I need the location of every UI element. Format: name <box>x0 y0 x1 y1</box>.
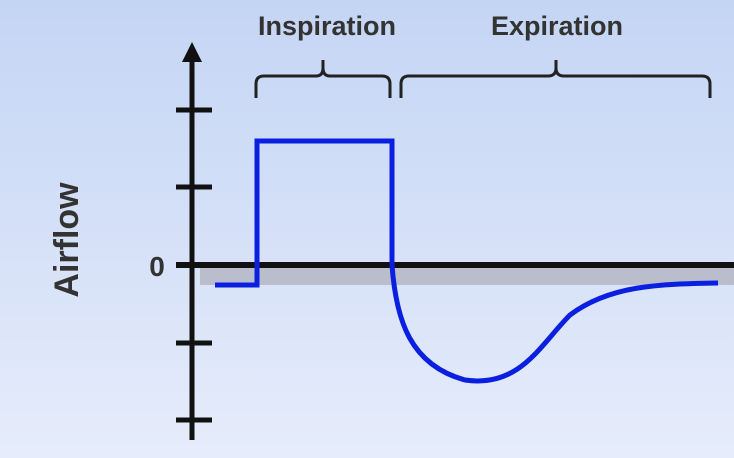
zero-label: 0 <box>149 251 165 282</box>
inspiration-brace <box>254 60 392 98</box>
inspiration-label: Inspiration <box>258 11 396 41</box>
airflow-waveform <box>215 138 719 384</box>
y-axis-label: Airflow <box>48 182 86 298</box>
y-axis-arrow <box>182 42 202 62</box>
expiration-label: Expiration <box>491 11 623 41</box>
shaded-band <box>200 267 734 285</box>
expiration-brace <box>399 60 712 98</box>
y-ticks <box>176 107 212 423</box>
